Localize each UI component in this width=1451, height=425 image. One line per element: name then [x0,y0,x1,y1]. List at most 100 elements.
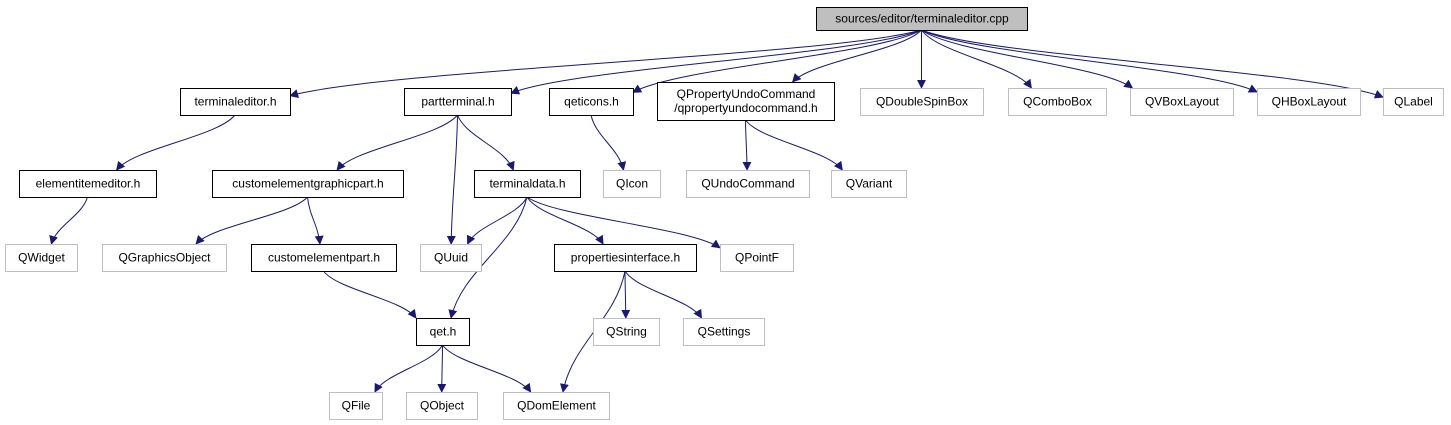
edge-customelementpart-h-to-qet-h [323,270,417,319]
node-qsettings: QSettings [683,318,765,346]
node-qstring: QString [593,318,660,346]
edge-qpropertyundocommand-h-to-qvariant [745,119,843,171]
node-label: QString [606,325,647,339]
edge-terminaleditor-h-to-elementitemeditor-h [116,114,236,171]
node-label: QComboBox [1023,95,1092,109]
node-box [212,170,404,198]
node-label: qeticons.h [564,95,619,109]
node-qwidget: QWidget [5,244,78,272]
node-qcombobox: QComboBox [1008,88,1107,116]
node-box [549,88,634,116]
node-box [251,244,397,272]
node-qvariant: QVariant [831,170,907,198]
node-label: QObject [420,399,465,413]
node-box [683,318,765,346]
edge-terminaleditor-cpp-to-qvboxlayout [921,29,1134,89]
node-qlabel: QLabel [1383,88,1444,116]
node-qobject: QObject [406,392,478,420]
node-qfile: QFile [329,392,383,420]
node-label: terminaleditor.h [194,95,276,109]
node-label: /qpropertyundocommand.h [674,101,817,115]
node-label: QDomElement [517,399,596,413]
edge-terminaleditor-cpp-to-qpropertyundocommand-h [791,29,922,83]
node-box [406,392,478,420]
node-label: QWidget [18,251,65,265]
node-box [1383,88,1444,116]
node-qeticons-h[interactable]: qeticons.h [549,88,634,116]
nodes-layer: sources/editor/terminaleditor.cpp termina… [5,7,1444,420]
node-label: customelementpart.h [268,251,380,265]
node-box [554,244,697,272]
node-propertiesinterface-h[interactable]: propertiesinterface.h [554,244,697,272]
edge-terminaldata-h-to-qpointf [526,196,721,249]
edge-terminaleditor-cpp-to-terminaleditor-h [289,29,922,98]
edge-terminaldata-h-to-propertiesinterface-h [526,196,604,245]
node-box [474,170,581,198]
node-box [816,7,1028,31]
node-box [5,244,78,272]
node-box [720,244,794,272]
node-label: QLabel [1394,95,1433,109]
node-qet-h[interactable]: qet.h [416,318,470,346]
node-box [686,170,810,198]
node-customelementgraphicpart-h[interactable]: customelementgraphicpart.h [212,170,404,198]
edge-customelementgraphicpart-h-to-qgraphicsobject [195,196,308,245]
node-label: QVariant [846,177,893,191]
node-label: terminaldata.h [489,177,565,191]
node-partterminal-h[interactable]: partterminal.h [404,88,512,116]
node-label: partterminal.h [421,95,494,109]
node-box [404,88,512,116]
edge-propertiesinterface-h-to-qstring [621,270,631,319]
node-box [1257,88,1361,116]
edge-partterminal-h-to-customelementgraphicpart-h [336,114,458,171]
node-label: QPropertyUndoCommand [677,87,816,101]
node-box [603,170,661,198]
node-label: QGraphicsObject [118,251,211,265]
node-label: elementitemeditor.h [36,177,141,191]
edge-qet-h-to-qdomelement [442,344,532,393]
node-box [593,318,660,346]
node-qicon: QIcon [603,170,661,198]
node-label: qet.h [430,325,457,339]
node-box [102,244,227,272]
edge-qet-h-to-qfile [374,344,443,393]
node-qgraphicsobject: QGraphicsObject [102,244,227,272]
node-customelementpart-h[interactable]: customelementpart.h [251,244,397,272]
edge-elementitemeditor-h-to-qwidget [49,196,88,245]
node-label: customelementgraphicpart.h [232,177,383,191]
edge-qeticons-h-to-qicon [590,114,627,171]
node-box [831,170,907,198]
node-label: propertiesinterface.h [571,251,680,265]
node-label: QIcon [616,177,648,191]
node-terminaleditor-h[interactable]: terminaleditor.h [180,88,291,116]
node-label: QDoubleSpinBox [876,95,968,109]
edge-terminaleditor-cpp-to-qcombobox [921,29,1032,89]
node-box [503,392,610,420]
node-box [860,88,984,116]
node-box [329,392,383,420]
node-label: sources/editor/terminaleditor.cpp [835,12,1009,26]
node-label: QPointF [735,251,779,265]
node-box [1008,88,1107,116]
node-label: QVBoxLayout [1145,95,1220,109]
node-terminaldata-h[interactable]: terminaldata.h [474,170,581,198]
node-qhboxlayout: QHBoxLayout [1257,88,1361,116]
edge-customelementgraphicpart-h-to-customelementpart-h [307,196,324,245]
node-elementitemeditor-h[interactable]: elementitemeditor.h [19,170,157,198]
node-box [657,82,835,121]
edge-terminaleditor-cpp-to-qhboxlayout [921,29,1258,93]
node-quuid: QUuid [420,244,482,272]
node-box [416,318,470,346]
edge-qpropertyundocommand-h-to-qundocommand [742,119,752,171]
edge-terminaldata-h-to-qet-h [448,196,528,319]
node-qpropertyundocommand-h[interactable]: QPropertyUndoCommand/qpropertyundocomman… [657,82,835,121]
node-terminaleditor-cpp[interactable]: sources/editor/terminaleditor.cpp [816,7,1028,31]
edge-propertiesinterface-h-to-qsettings [624,270,702,319]
edge-terminaldata-h-to-quuid [466,196,528,245]
node-label: QHBoxLayout [1272,95,1347,109]
node-qdomelement: QDomElement [503,392,610,420]
node-label: QUuid [434,251,468,265]
node-box [420,244,482,272]
edge-qet-h-to-qobject [437,344,447,393]
